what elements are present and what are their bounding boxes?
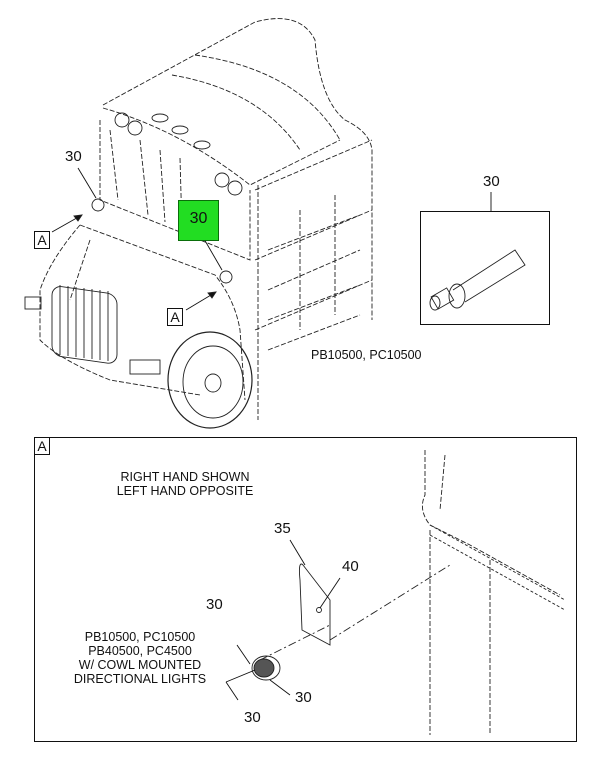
lamp-right-cowl — [219, 270, 233, 284]
bracket-35 — [298, 563, 331, 646]
hand-note-line-1: RIGHT HAND SHOWN — [120, 470, 250, 484]
view-marker-a-left[interactable]: A — [34, 231, 50, 249]
applicability-line-4: DIRECTIONAL LIGHTS — [73, 672, 207, 686]
model-note: PB10500, PC10500 — [311, 348, 422, 362]
callout-30-b[interactable]: 30 — [295, 689, 312, 706]
roof-curve-2 — [171, 74, 301, 151]
applicability-line-1: PB10500, PC10500 — [84, 630, 196, 644]
grille — [51, 286, 118, 364]
callout-30-a[interactable]: 30 — [206, 596, 223, 613]
marker-lamp — [251, 655, 281, 681]
callout-30-c[interactable]: 30 — [244, 709, 261, 726]
callout-30-left-lamp[interactable]: 30 — [65, 148, 82, 165]
headlight-right — [129, 359, 161, 375]
detail-a-tag-label: A — [37, 438, 47, 454]
detail-a-frame — [34, 437, 577, 742]
applicability-line-3: W/ COWL MOUNTED — [78, 658, 202, 672]
hand-note-line-2: LEFT HAND OPPOSITE — [116, 484, 254, 498]
windshield-frame — [99, 120, 251, 261]
highlighted-callout-30[interactable]: 30 — [178, 200, 219, 241]
view-marker-a-right[interactable]: A — [167, 308, 183, 326]
detail-a-tag: A — [34, 437, 50, 455]
callout-35[interactable]: 35 — [274, 520, 291, 537]
applicability-note: PB10500, PC10500 PB40500, PC4500 W/ COWL… — [55, 630, 225, 686]
roof-curve-1 — [194, 54, 341, 141]
callout-40[interactable]: 40 — [342, 558, 359, 575]
roof-front — [102, 107, 341, 186]
cowl-edge — [421, 450, 561, 596]
bus-roof — [102, 18, 373, 320]
view-marker-a-left-label: A — [37, 232, 47, 248]
hood — [39, 224, 201, 396]
highlighted-callout-label: 30 — [189, 210, 208, 227]
grease-tube-box — [420, 211, 550, 325]
screw-40 — [316, 607, 322, 613]
applicability-line-2: PB40500, PC4500 — [88, 644, 192, 658]
hand-note: RIGHT HAND SHOWN LEFT HAND OPPOSITE — [110, 470, 260, 498]
headlight-left — [24, 296, 42, 310]
callout-30-tube[interactable]: 30 — [483, 173, 500, 190]
side-body — [254, 139, 373, 420]
grease-tube-illustration — [429, 249, 526, 311]
front-tire — [167, 331, 253, 429]
view-marker-a-right-label: A — [170, 309, 180, 325]
lamp-left-cowl — [91, 198, 105, 212]
